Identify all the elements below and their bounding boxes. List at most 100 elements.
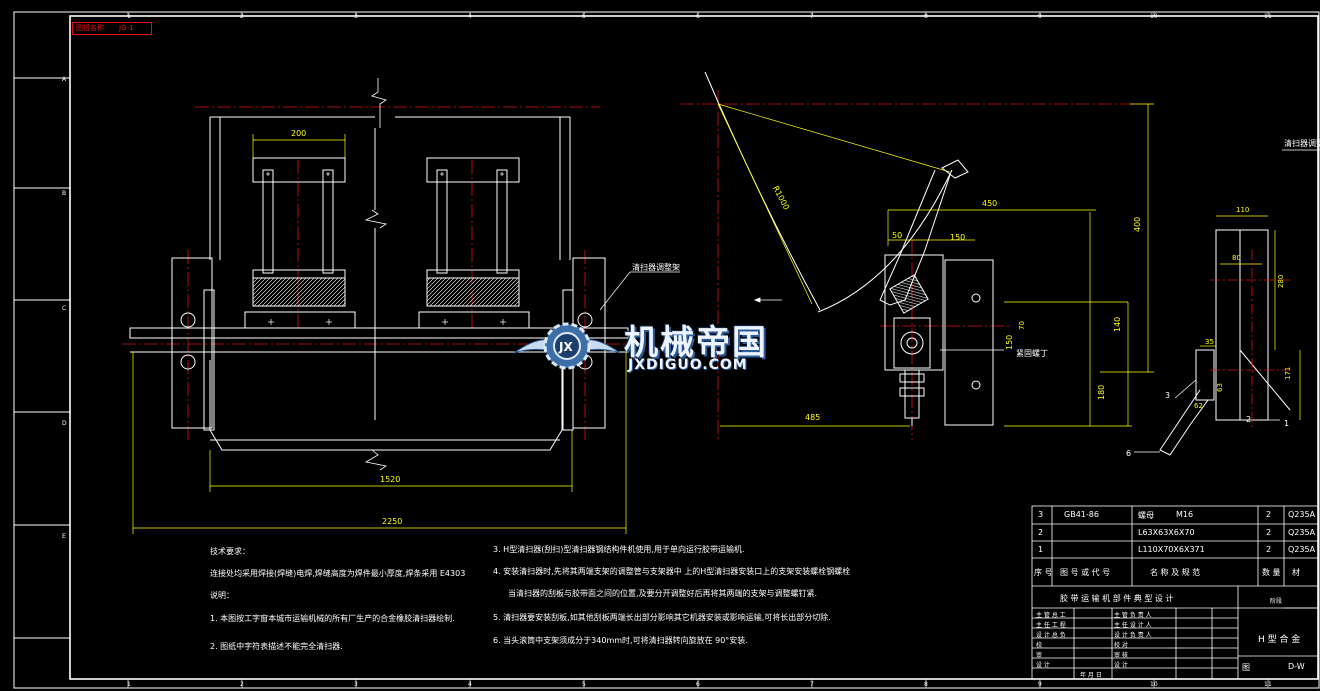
watermark-subtitle: JXDIGUO.COM [628,357,748,373]
title-block-lines [1031,505,1319,680]
note-3: 3. H型清扫器(刮扫)型清扫器钢结构件机使用,用于单向运行胶带运输机. [493,545,745,554]
dim-80: 80 [1232,254,1241,262]
row-mat: Q235A [1288,510,1316,519]
note-6: 6. 当头滚筒中支架须成分于340mm时,可将清扫器转向旋放在 90°安装. [493,636,748,645]
sign-row-right: 审 核 [1114,652,1128,659]
dim-35: 35 [1205,338,1214,346]
zone-number: 10 [1150,13,1158,20]
sign-row-right: 主 任 设 计 人 [1114,622,1152,629]
drawing-frame [13,11,1320,689]
header-no: 序 号 [1034,568,1053,577]
bottom-mark: 5 [582,681,586,688]
zone-letter: C [62,305,67,312]
row-spec: L63X63X6X70 [1138,528,1195,537]
desc-note-2: 2. 图纸中字符表描述不能完全清扫器. [210,642,343,651]
dim-180: 180 [1097,385,1106,400]
dim-70: 70 [1018,321,1026,330]
drawing-stamp: 图纸名称 JG-1 [72,22,152,35]
bottom-mark: 3 [354,681,358,688]
tech-note-1: 连接处均采用焊接(焊缝)电焊,焊缝高度为焊件最小厚度,焊条采用 E4303 [210,569,466,578]
dim-140: 140 [1113,317,1122,332]
detail-view: 110 280 171 80 35 62 63 3 2 1 6 清扫器调整架 [1126,138,1320,458]
label-cleaner-adjust-right: 清扫器调整架 [1284,138,1320,148]
note-4b: 当清扫器的刮板与胶带面之间的位置,及要分开调整好后再将其两端的支架与调整螺钉紧. [508,589,818,598]
dim-1520: 1520 [380,475,400,484]
sign-row: 主 管 总 工 [1036,612,1066,619]
zone-number: 3 [354,13,358,20]
label-cleaner-adjust: 清扫器调整架 [632,262,680,272]
row-qty: 2 [1266,528,1272,537]
zone-letter: B [62,190,67,197]
zone-number: 6 [696,13,700,20]
dim-r1000: R1000 [771,184,791,211]
sign-row: 设 计 [1036,662,1050,669]
date-label: 年 月 日 [1080,672,1102,679]
dim-200: 200 [291,129,306,138]
zone-number: 1 [127,13,131,20]
zone-number: 2 [240,13,244,20]
dimension-lines [132,134,627,534]
row-qty: 2 [1266,545,1272,554]
part-3: 3 [1165,391,1170,400]
stamp-right-text: JG-1 [119,24,134,32]
watermark-logo: JX 机械帝国 JXDIGUO.COM [512,313,812,379]
row-no: 3 [1038,510,1044,519]
note-4: 4. 安装清扫器时,先将其两端支架的调整管与支架器中 上的H型清扫器安装口上的支… [493,567,851,576]
bottom-mark: 4 [468,681,472,688]
zone-letter: A [62,76,67,83]
header-qty: 数 量 [1262,568,1281,577]
bottom-mark: 1 [127,681,131,688]
part-6: 6 [1126,449,1131,458]
zone-number: 11 [1264,13,1272,20]
front-view: 200 1520 2250 清扫器调整架 [122,78,680,534]
zone-number: 8 [924,13,928,20]
label-fastener: 紧固螺丁 [1016,348,1048,358]
project-title: 胶 带 运 输 机 部 件 典 型 设 计 [1060,594,1174,603]
sheet-number: D-W [1288,662,1305,671]
side-view: R1000 450 50 150 400 140 150 180 485 70 [680,71,1154,440]
dim-485: 485 [805,413,820,422]
row-qty: 2 [1266,510,1272,519]
dim-63: 63 [1216,383,1224,392]
zone-letter: E [62,533,66,540]
sign-row-right: 主 管 负 责 人 [1114,612,1152,619]
drawing-name: H 型 合 金 [1258,635,1301,645]
gear-wing-icon: JX [513,322,621,370]
bottom-mark: 2 [240,681,244,688]
bottom-mark: 11 [1264,681,1272,688]
header-code: 图 号 或 代 号 [1060,568,1111,577]
bottom-mark: 8 [924,681,928,688]
zone-letter: D [62,420,67,427]
bottom-mark: 7 [810,681,814,688]
zone-number: 5 [582,13,586,20]
desc-title: 说明： [210,591,234,600]
row-mat: Q235A [1288,528,1316,537]
scale-label: 图 [1242,663,1250,672]
bottom-mark: 10 [1150,681,1158,688]
header-name: 名 称 及 规 范 [1150,568,1201,577]
row-code: GB41-86 [1064,510,1099,519]
row-mat: Q235A [1288,545,1316,554]
stamp-left-text: 图纸名称 [76,24,104,32]
sign-row: 审 [1036,652,1043,659]
centerlines [122,106,630,440]
dim-450: 450 [982,199,997,208]
row-no: 1 [1038,545,1044,554]
tech-title: 技术要求： [210,547,250,556]
dim-171: 171 [1284,367,1292,380]
dim-2250: 2250 [382,517,402,526]
dim-110: 110 [1236,206,1249,214]
sign-row-right: 校 对 [1114,642,1128,649]
zone-number: 4 [468,13,472,20]
row-spec: L110X70X6X371 [1138,545,1205,554]
zone-number: 9 [1038,13,1042,20]
row-spec: M16 [1176,510,1194,519]
zone-number: 7 [810,13,814,20]
bottom-mark: 6 [696,681,700,688]
sign-row: 主 任 工 程 [1036,622,1066,629]
dim-150: 150 [950,233,965,242]
desc-note-1: 1. 本图按工字窗本城市运输机械的所有厂生产的合金橡胶清扫器绘制. [210,614,455,623]
zone-ticks [127,12,1269,688]
header-mat: 材 [1292,568,1300,577]
